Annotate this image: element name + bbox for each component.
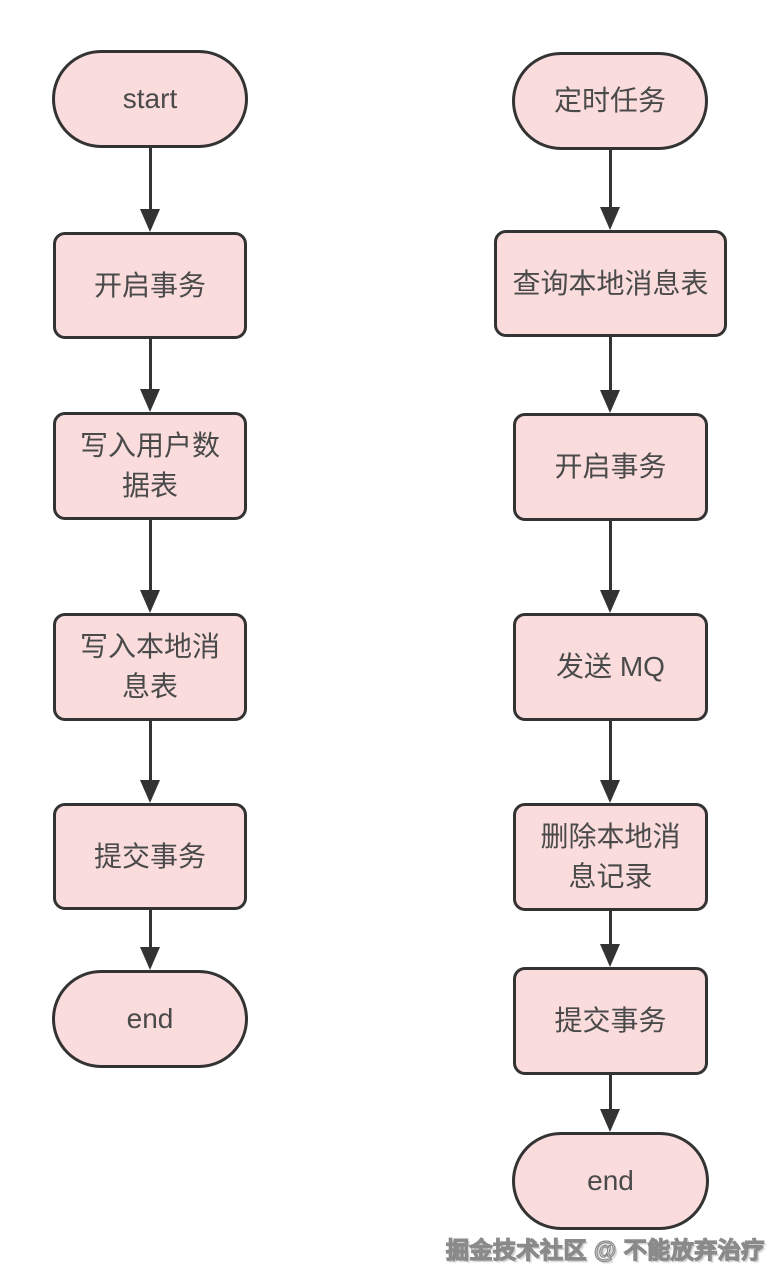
node-send-mq: 发送 MQ: [513, 613, 708, 721]
node-delete-local-message-record: 删除本地消息记录: [513, 803, 708, 911]
down-arrow: [140, 721, 160, 803]
node-label: 定时任务: [553, 85, 666, 117]
node-label: 发送 MQ: [556, 651, 665, 683]
node-start: start: [52, 50, 248, 148]
arrow-head-icon: [140, 590, 160, 613]
down-arrow: [140, 148, 160, 232]
node-label: 写入本地消息表: [79, 631, 220, 702]
node-commit-transaction-2: 提交事务: [513, 967, 708, 1075]
arrow-stem: [148, 148, 152, 212]
node-scheduled-task: 定时任务: [512, 52, 708, 150]
arrow-head-icon: [600, 390, 620, 413]
node-label: 提交事务: [554, 1005, 667, 1037]
node-query-local-message-table: 查询本地消息表: [494, 230, 727, 337]
down-arrow: [140, 339, 160, 412]
node-label: end: [587, 1165, 634, 1197]
node-label: 开启事务: [554, 451, 667, 483]
node-end-2: end: [512, 1132, 709, 1230]
node-label: 删除本地消息记录: [540, 821, 681, 892]
node-end: end: [52, 970, 248, 1068]
arrow-head-icon: [600, 780, 620, 803]
arrow-stem: [608, 1075, 612, 1112]
down-arrow: [600, 1075, 620, 1132]
watermark: 掘金技术社区 @ 不能放弃治疗: [445, 1236, 765, 1263]
down-arrow: [600, 337, 620, 413]
arrow-stem: [148, 721, 152, 783]
node-label: 开启事务: [93, 269, 206, 301]
node-label: 查询本地消息表: [512, 267, 709, 299]
node-commit-transaction: 提交事务: [53, 803, 247, 910]
arrow-head-icon: [600, 1109, 620, 1132]
arrow-head-icon: [600, 590, 620, 613]
arrow-head-icon: [140, 209, 160, 232]
arrow-head-icon: [600, 207, 620, 230]
arrow-stem: [148, 910, 152, 950]
down-arrow: [600, 721, 620, 803]
node-label: end: [126, 1003, 174, 1035]
node-write-local-message-table: 写入本地消息表: [53, 613, 247, 721]
down-arrow: [140, 520, 160, 613]
arrow-stem: [608, 337, 612, 393]
arrow-stem: [608, 150, 612, 210]
arrow-head-icon: [140, 947, 160, 970]
arrow-stem: [148, 520, 152, 593]
arrow-head-icon: [140, 389, 160, 412]
node-label: start: [122, 83, 178, 115]
node-write-user-table: 写入用户数据表: [53, 412, 247, 520]
node-begin-transaction-2: 开启事务: [513, 413, 708, 521]
down-arrow: [600, 911, 620, 967]
arrow-head-icon: [600, 944, 620, 967]
node-label: 写入用户数据表: [79, 430, 220, 501]
arrow-stem: [608, 521, 612, 593]
down-arrow: [600, 150, 620, 230]
down-arrow: [140, 910, 160, 970]
arrow-stem: [608, 911, 612, 947]
down-arrow: [600, 521, 620, 613]
arrow-stem: [608, 721, 612, 783]
node-label: 提交事务: [93, 840, 206, 872]
arrow-stem: [148, 339, 152, 392]
arrow-head-icon: [140, 780, 160, 803]
node-begin-transaction: 开启事务: [53, 232, 247, 339]
